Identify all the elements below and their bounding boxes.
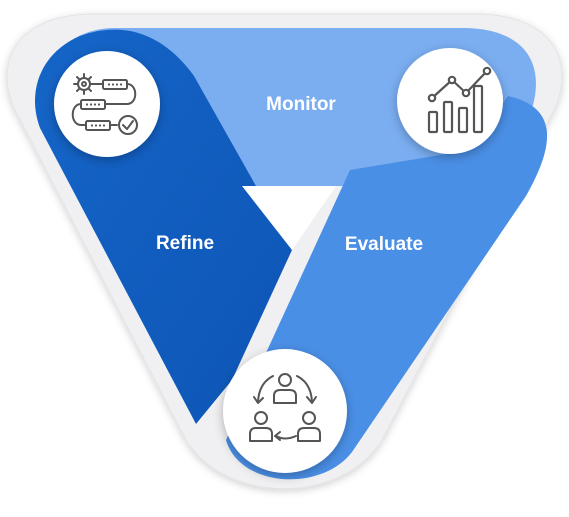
team-cycle-icon bbox=[249, 373, 321, 442]
monitor-label: Monitor bbox=[266, 94, 336, 115]
evaluate-icon-circle bbox=[223, 349, 347, 473]
workflow-dots bbox=[85, 83, 123, 127]
line-bar-chart-icon bbox=[427, 66, 492, 134]
refine-label: Refine bbox=[156, 233, 214, 254]
evaluate-label: Evaluate bbox=[345, 234, 423, 255]
center-triangle bbox=[242, 186, 336, 250]
workflow-gear-check-icon bbox=[71, 73, 138, 135]
